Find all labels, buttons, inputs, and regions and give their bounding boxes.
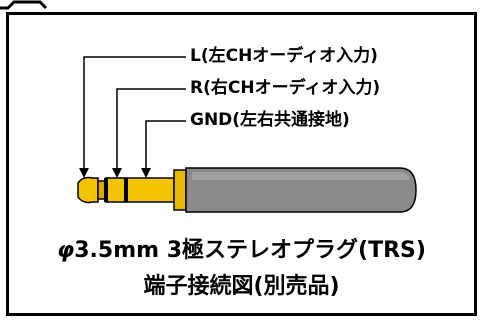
label-r-channel: R(右CHオーディオ入力) — [190, 78, 381, 98]
insulator-2 — [124, 178, 128, 202]
leader-line-r — [116, 88, 186, 170]
plug-body-highlight — [192, 172, 410, 180]
leader-line-l — [83, 56, 186, 170]
plug-ring — [105, 177, 127, 203]
header-tab-shape — [0, 0, 48, 10]
leader-arrows — [79, 168, 151, 178]
arrow-r — [112, 168, 122, 178]
plug-shaft — [77, 169, 187, 211]
caption-line-1: φ3.5mm 3極ステレオプラグ(TRS) — [6, 232, 477, 264]
plug-insulators — [104, 178, 128, 202]
arrow-gnd — [141, 168, 151, 178]
insulator-1 — [104, 178, 108, 202]
plug-tip — [77, 176, 99, 204]
label-l-channel: L(左CHオーディオ入力) — [190, 46, 378, 66]
caption-line-2: 端子接続図(別売品) — [143, 274, 340, 299]
phi-symbol: φ — [57, 238, 75, 263]
plug-sleeve — [125, 177, 175, 203]
arrow-l — [79, 168, 89, 178]
leader-lines — [83, 56, 186, 170]
plug-collar — [173, 169, 187, 211]
label-gnd: GND(左右共通接地) — [190, 110, 350, 130]
header-tab-remnant — [0, 0, 491, 12]
leader-line-gnd — [145, 120, 186, 170]
caption-line-1-text: 3.5mm 3極ステレオプラグ(TRS) — [74, 238, 426, 263]
